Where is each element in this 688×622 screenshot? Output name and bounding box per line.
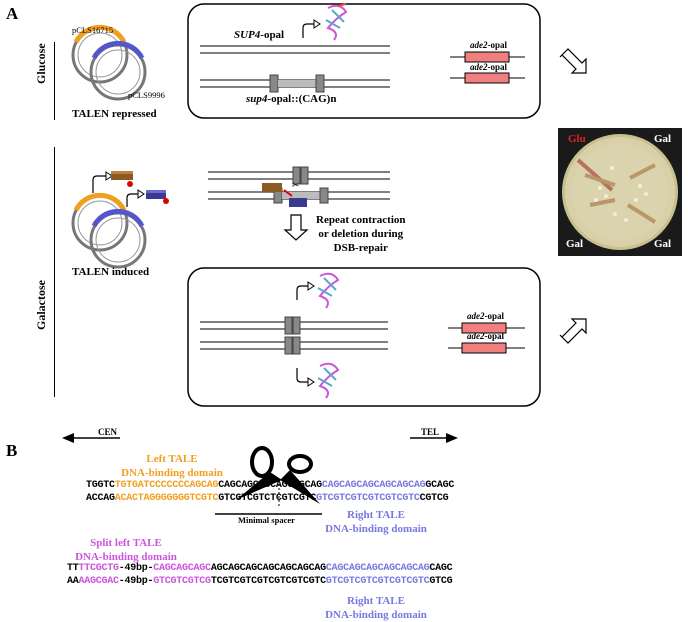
plate-label-gal-br: Gal — [654, 238, 672, 250]
sup4-cag-label: sup4-opal::(CAG)n — [246, 93, 337, 105]
left-tale-label: Left TALE DNA-binding domain — [121, 453, 223, 479]
sequence-line-3: TTTTCGCTG-49bp-CAGCAGCAGCAGCAGCAGCAGCAGC… — [67, 563, 453, 574]
panel-b-graphics — [62, 433, 458, 515]
right-tale-label-bottom: Right TALE DNA-binding domain — [325, 595, 427, 621]
plasmid-label-2: pCLS9996 — [128, 90, 165, 100]
ade2-label-2: ade2-opal — [470, 62, 508, 72]
plasmid-pair-glucose — [71, 24, 147, 101]
split-left-tale-label: Split left TALE DNA-binding domain — [75, 537, 177, 563]
trna-icon-top — [325, 3, 348, 41]
ade2-label-3: ade2-opal — [467, 311, 505, 321]
trna-icon-mid — [317, 272, 340, 309]
arrow-to-plate-top — [559, 48, 587, 74]
glucose-divider — [54, 42, 55, 120]
panel-a-graphics: ✂ — [71, 3, 682, 407]
talen-repressed-label: TALEN repressed — [72, 108, 157, 120]
cen-label: CEN — [98, 427, 118, 437]
panel-b-letter: B — [6, 441, 18, 460]
ade2-label-4: ade2-opal — [467, 331, 505, 341]
galactose-box — [187, 267, 541, 407]
plasmid-label-1: pCLS16715 — [72, 25, 114, 35]
galactose-divider — [54, 147, 55, 397]
glucose-box — [187, 3, 541, 119]
repeat-contraction-text: Repeat contraction or deletion during DS… — [316, 214, 406, 254]
right-tale-label-top: Right TALE DNA-binding domain — [325, 509, 427, 535]
petri-dish-photo — [558, 128, 682, 256]
panel-a-letter: A — [6, 4, 19, 23]
minimal-spacer-label: Minimal spacer — [238, 515, 295, 525]
scissors-icon — [236, 446, 320, 504]
plate-label-gal-bl: Gal — [566, 238, 584, 250]
ade2-label-1: ade2-opal — [470, 40, 508, 50]
talen-induced-label: TALEN induced — [72, 266, 150, 278]
svg-text:✂: ✂ — [292, 180, 300, 190]
plate-label-gal-tr: Gal — [654, 133, 672, 145]
sup4-opal-label: SUP4-opal — [234, 29, 285, 41]
plate-label-glu: Glu — [568, 133, 586, 145]
sequence-line-4: AAAAGCGAC-49bp-GTCGTCGTCGTCGTCGTCGTCGTCG… — [67, 576, 453, 587]
arrow-to-plate-bottom — [559, 318, 587, 344]
sequence-line-1: TGGTCTGTGATCCCCCCCAGCAGCAGCAGCAGCAGCAGCA… — [86, 480, 455, 491]
sequence-line-2: ACCAGACACTAGGGGGGGTCGTCGTCGTCGTCTCGTCGTC… — [86, 493, 449, 504]
trna-icon-bottom — [317, 362, 340, 399]
tel-label: TEL — [421, 427, 440, 437]
plasmid-pair-galactose — [71, 171, 169, 269]
